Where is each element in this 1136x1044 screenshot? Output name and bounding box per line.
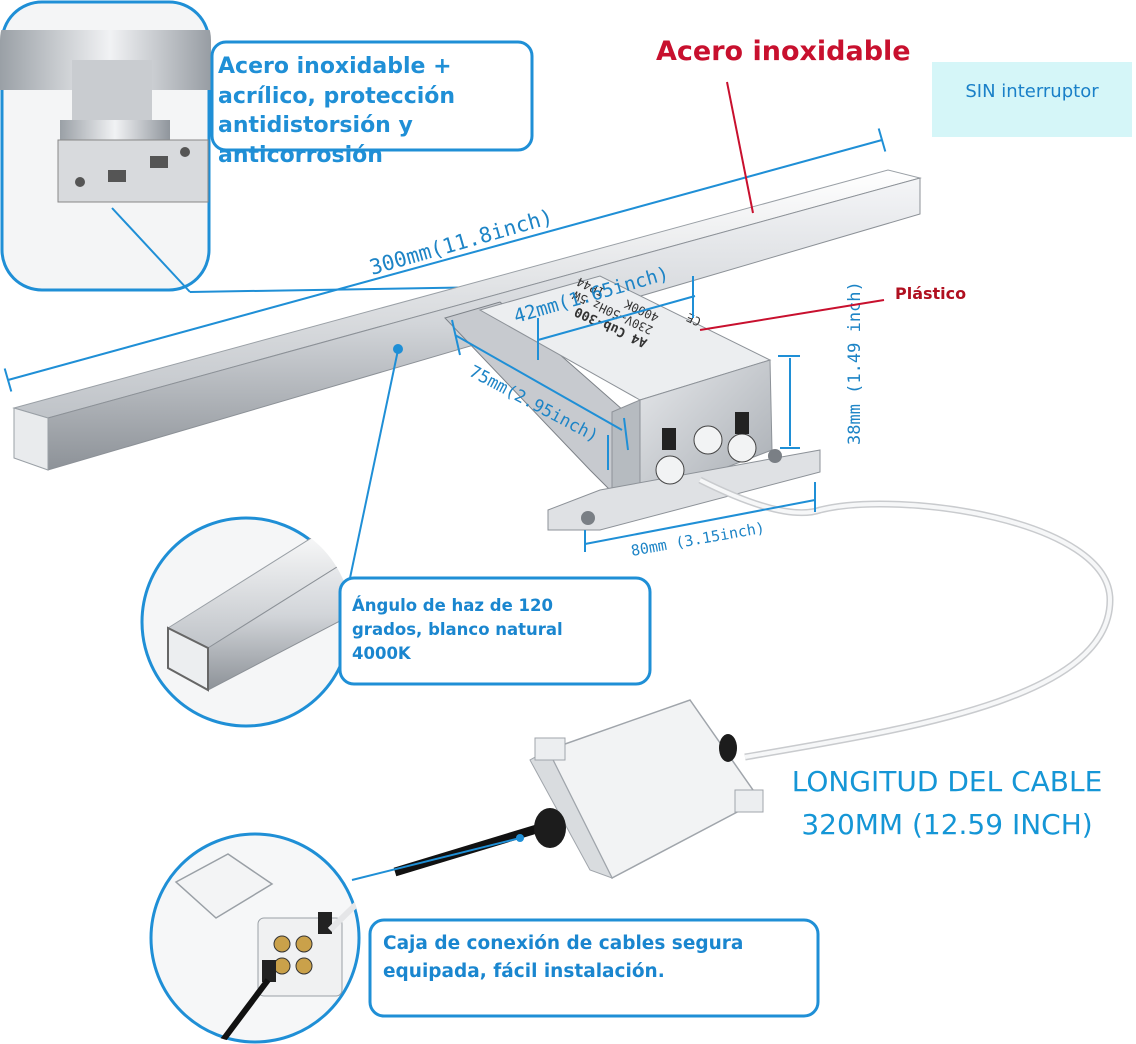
beam-callout-text: Ángulo de haz de 120 grados, blanco natu…	[352, 596, 563, 663]
plastic-label: Plástico	[895, 284, 967, 303]
cable-length-label: LONGITUD DEL CABLE 320MM (12.59 INCH)	[758, 760, 1136, 846]
no-switch-badge: SIN interruptor	[932, 62, 1132, 137]
junction-box	[393, 699, 764, 880]
beam-zoom-bubble	[140, 344, 652, 728]
light-bar	[12, 169, 922, 501]
junction-callout-text: Caja de conexión de cables segura equipa…	[383, 933, 744, 982]
cable-length-line2: 320MM (12.59 INCH)	[801, 808, 1093, 841]
dimension-height: 38mm (1.49 inch)	[778, 281, 865, 449]
steel-label: Acero inoxidable	[656, 36, 911, 67]
junction-zoom-bubble	[149, 832, 820, 1044]
material-callout-text: Acero inoxidable + acrílico, protección …	[218, 54, 456, 168]
power-cable	[698, 476, 1114, 761]
driver-box: A4 Cub-300 230V~50Hz 5W 4000K IP44 CE	[478, 274, 821, 531]
mount-zoom-bubble	[0, 0, 534, 293]
cable-length-line1: LONGITUD DEL CABLE	[791, 765, 1103, 798]
plastic-pointer-line	[699, 299, 885, 331]
steel-pointer-line	[726, 81, 754, 214]
product-label-line5: CE	[684, 310, 703, 329]
height-label: 38mm (1.49 inch)	[845, 281, 865, 445]
base-width-label: 80mm (3.15inch)	[630, 519, 767, 560]
